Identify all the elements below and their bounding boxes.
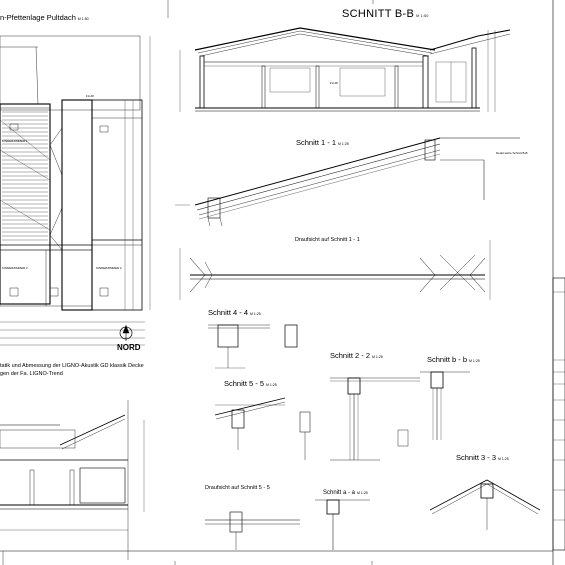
title-schnitt-44-scale: M 1:25	[250, 312, 261, 316]
section-bb-small	[420, 371, 470, 440]
title-schnitt-33-text: Schnitt 3 - 3	[456, 453, 497, 462]
title-schnitt-55-scale: M 1:25	[266, 383, 277, 387]
title-block	[552, 277, 565, 551]
section-33	[429, 479, 541, 530]
section-bb	[179, 27, 511, 112]
note-line-2: gen der Fa. LIGNO-Trend	[0, 371, 63, 377]
title-draufsicht-55: Draufsicht auf Schnitt 5 - 5	[205, 485, 270, 491]
section-22	[330, 377, 420, 461]
room-label-flur-b: FLUR	[330, 81, 338, 85]
north-label: NORD	[117, 343, 141, 352]
title-schnitt-bb-scale: M 1:50	[416, 14, 429, 18]
section-55	[214, 397, 311, 460]
section-aa	[315, 499, 370, 550]
title-schnitt-22-scale: M 1:25	[372, 355, 383, 359]
section-44	[208, 324, 298, 369]
plan-pfettenlage	[0, 35, 151, 346]
title-pfettenlage-scale: M 1:50	[77, 17, 89, 21]
title-draufsicht-11: Draufsicht auf Schnitt 1 - 1	[295, 237, 360, 243]
title-schnitt-b-text: Schnitt b - b	[427, 355, 468, 364]
section-lower-left	[0, 400, 145, 560]
plan-11	[179, 240, 491, 300]
title-pfettenlage-text: n-Pfettenlage Pultdach	[0, 13, 76, 22]
title-schnitt-11-scale: M 1:25	[338, 142, 349, 146]
title-schnitt-33-scale: M 1:25	[498, 457, 509, 461]
title-schnitt-b-scale: M 1:25	[469, 359, 480, 363]
room-label-kinderzimmer-2: KINDERZIMMER 2	[2, 266, 28, 270]
room-label-kinderzimmer-2b: KINDERZIMMER 2	[96, 266, 122, 270]
plan-55	[205, 511, 300, 550]
title-schnitt-55-text: Schnitt 5 - 5	[224, 379, 265, 388]
room-label-flur: FLUR	[86, 94, 94, 98]
title-schnitt-22-text: Schnitt 2 - 2	[330, 351, 371, 360]
title-schnitt-44-text: Schnitt 4 - 4	[208, 308, 249, 317]
note-line-1: tatik und Abmessung der LIGNO-Akustik GD…	[0, 363, 144, 369]
title-schnitt-a-text: Schnitt a - a	[323, 490, 356, 496]
title-schnitt-11-text: Schnitt 1 - 1	[296, 138, 337, 147]
detail-reference: Detail siehe Schnitt B-B	[496, 151, 528, 155]
title-schnitt-bb-text: SCHNITT B-B	[342, 8, 415, 20]
room-label-kinderzimmer-1: KINDERZIMMER 1	[2, 139, 28, 143]
title-schnitt-a-scale: M 1:25	[357, 491, 368, 495]
section-11	[175, 137, 520, 227]
